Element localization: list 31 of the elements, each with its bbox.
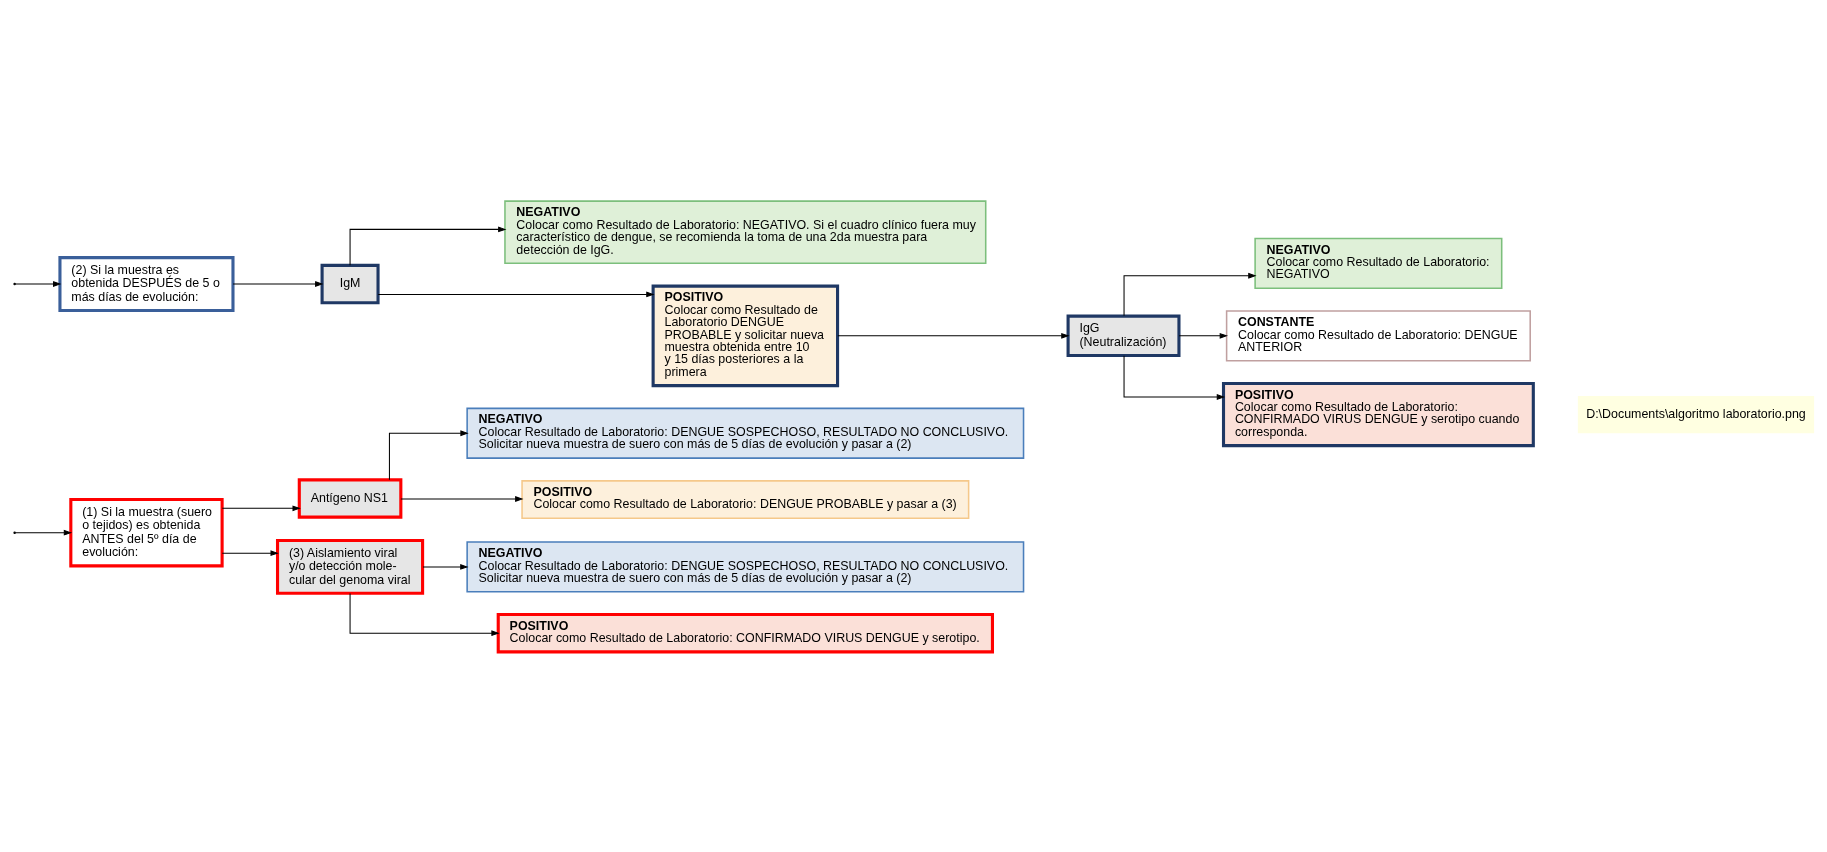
arrow <box>422 563 469 570</box>
node-box: (1) Si la muestra (suero o tejidos) es obtenida ANTES del 5º día de evolución: <box>68 497 224 567</box>
arrow <box>14 529 72 536</box>
arrow <box>349 225 506 266</box>
arrow <box>232 280 323 287</box>
node-box: (3) Aislamiento viral y/o detección mole- cular del genoma viral <box>275 538 424 595</box>
arrow <box>221 504 301 511</box>
arrow <box>1123 354 1225 400</box>
node-box: CONSTANTE Colocar como Resultado de Laboratorio: DENGUE ANTERIOR <box>1225 309 1531 361</box>
arrow <box>399 495 523 502</box>
arrow <box>377 291 655 297</box>
label: D:\Documents\algoritmo laboratorio.png <box>1585 406 1806 421</box>
arrow <box>349 592 500 636</box>
arrow <box>1123 272 1257 316</box>
node-box: POSITIVO Colocar como Resultado de Laboratorio: DENGUE PROBABLE y pasar a (3) <box>520 479 969 519</box>
arrow <box>14 280 61 287</box>
node-box: NEGATIVO Colocar Resultado de Laboratorio: DENGUE SOSPECHOSO, RESULTADO NO CONCLUSIVO. Solicitar nueva muestra de suero con más de 5 días de evolución y pasar a (2) <box>465 540 1024 593</box>
node-box: POSITIVO Colocar como Resultado de Laboratorio: CONFIRMADO VIRUS DENGUE y serotipo cuando corresponda. <box>1221 381 1535 447</box>
arrow <box>221 549 279 556</box>
node-box: NEGATIVO Colocar Resultado de Laboratorio: DENGUE SOSPECHOSO, RESULTADO NO CONCLUSIVO. Solicitar nueva muestra de suero con más de 5 días de evolución y pasar a (2) <box>465 407 1024 459</box>
arrow <box>836 332 1070 339</box>
arrow <box>388 429 469 480</box>
node-box: (2) Si la muestra es obtenida DESPUÉS de 5 o más días de evolución: <box>57 255 235 312</box>
node-box: Antígeno NS1 <box>297 477 402 519</box>
node-box: NEGATIVO Colocar como Resultado de Laboratorio: NEGATIVO <box>1253 237 1502 289</box>
node-box: IgG (Neutralización) <box>1066 314 1180 357</box>
node-box: NEGATIVO Colocar como Resultado de Laboratorio: NEGATIVO. Si el cuadro clínico fuera muy característico de dengue, se recomienda la toma de una 2da muestra para detección de IgG. <box>503 199 986 264</box>
node-box: POSITIVO Colocar como Resultado de Laboratorio DENGUE PROBABLE y solicitar nueva muestra obtenida entre 10 y 15 días posteriores a la primera <box>651 284 839 387</box>
arrow <box>1178 332 1228 339</box>
node-box: POSITIVO Colocar como Resultado de Laboratorio: CONFIRMADO VIRUS DENGUE y serotipo. <box>496 612 994 653</box>
node-box: IgM <box>320 263 380 304</box>
